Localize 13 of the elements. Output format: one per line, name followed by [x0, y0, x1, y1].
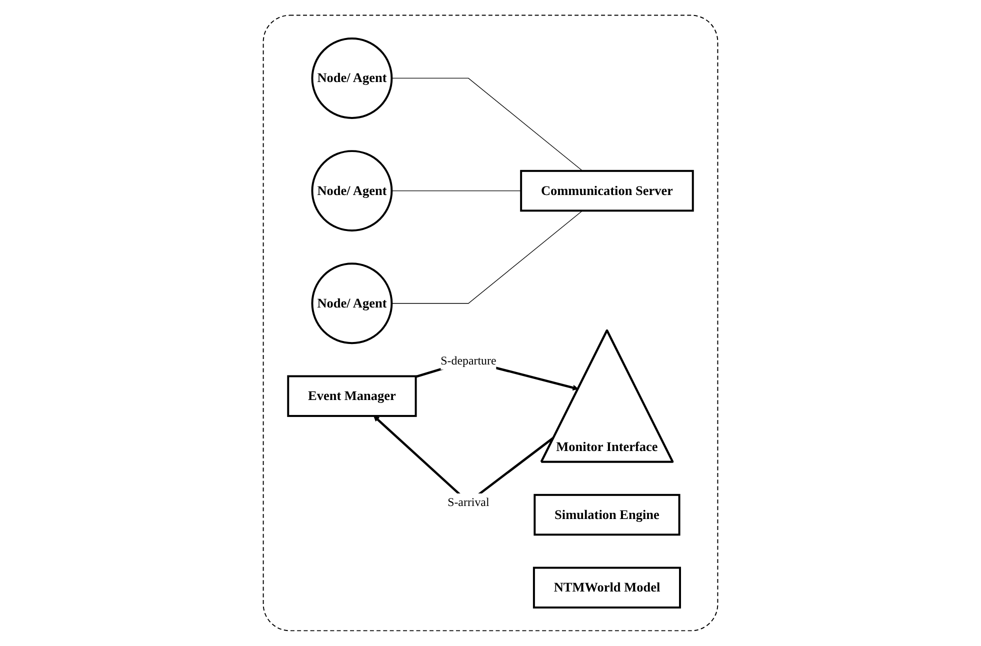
node-box: NTMWorld Model [532, 566, 681, 608]
node-circle: Node/ Agent [311, 37, 393, 119]
node-box: Simulation Engine [534, 494, 680, 536]
edge-label: S-departure [440, 354, 496, 368]
connector [391, 78, 583, 172]
node-circle: Node/ Agent [311, 150, 393, 232]
node-box: Communication Server [520, 170, 694, 212]
edge-label: S-arrival [448, 495, 490, 509]
connector [391, 190, 522, 192]
node-circle: Node/ Agent [311, 262, 393, 344]
node-box: Event Manager [287, 375, 417, 417]
connector [391, 210, 583, 304]
cluster [262, 14, 718, 632]
